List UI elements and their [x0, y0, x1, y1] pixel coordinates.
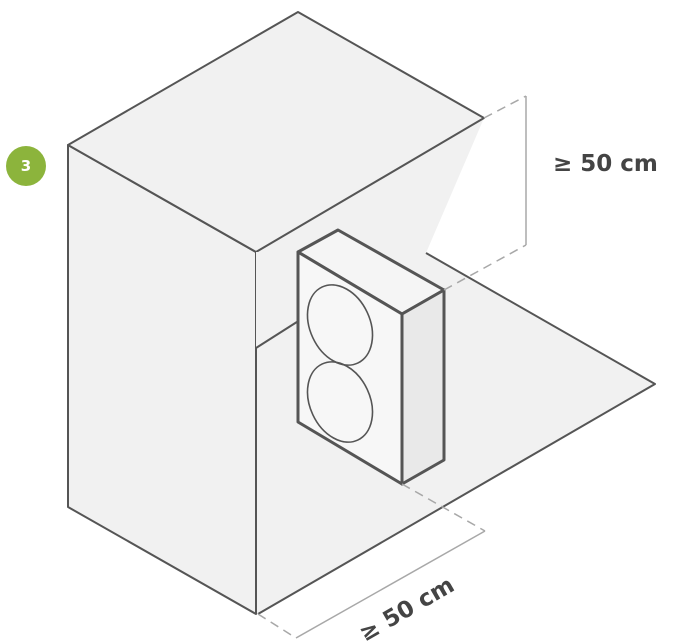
clearance-bottom-line [295, 530, 486, 639]
clearance-top-ext-lower [443, 244, 527, 291]
clearance-top-dimension [443, 95, 527, 291]
fan-bottom [306, 361, 374, 443]
clearance-top-ext-upper [483, 95, 527, 119]
wall-base-edge [255, 319, 301, 349]
step-number-badge: 3 [6, 146, 46, 186]
heat-pump-unit [296, 228, 446, 486]
clearance-top-label: ≥ 50 cm [553, 151, 658, 177]
step-number: 3 [20, 157, 32, 175]
clearance-bottom-dimension [257, 483, 486, 639]
clearance-bottom-ext-right [401, 483, 486, 532]
fan-top [306, 284, 374, 366]
unit-side [400, 288, 446, 486]
clearance-bottom-label: ≥ 50 cm [355, 572, 459, 644]
clearance-bottom-ext-left [257, 613, 297, 639]
floor-edge [257, 252, 656, 615]
